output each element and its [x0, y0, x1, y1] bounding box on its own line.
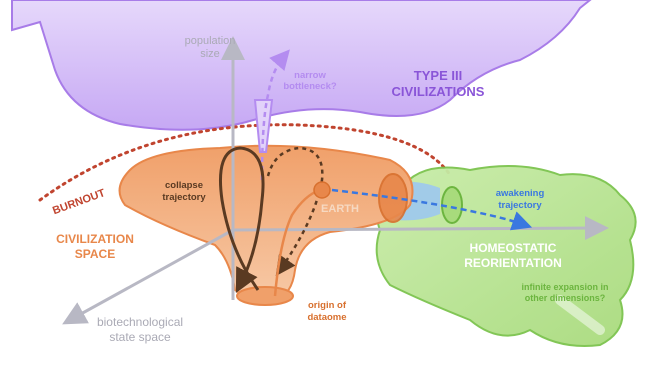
type-iii-region — [12, 0, 590, 130]
bottleneck-tube — [255, 100, 272, 152]
burnout-label: BURNOUT — [51, 187, 107, 217]
earth-label: EARTH — [321, 203, 359, 215]
earth-dot — [314, 182, 330, 198]
origin-disc — [237, 287, 293, 305]
civilization-space-funnel — [120, 146, 413, 301]
